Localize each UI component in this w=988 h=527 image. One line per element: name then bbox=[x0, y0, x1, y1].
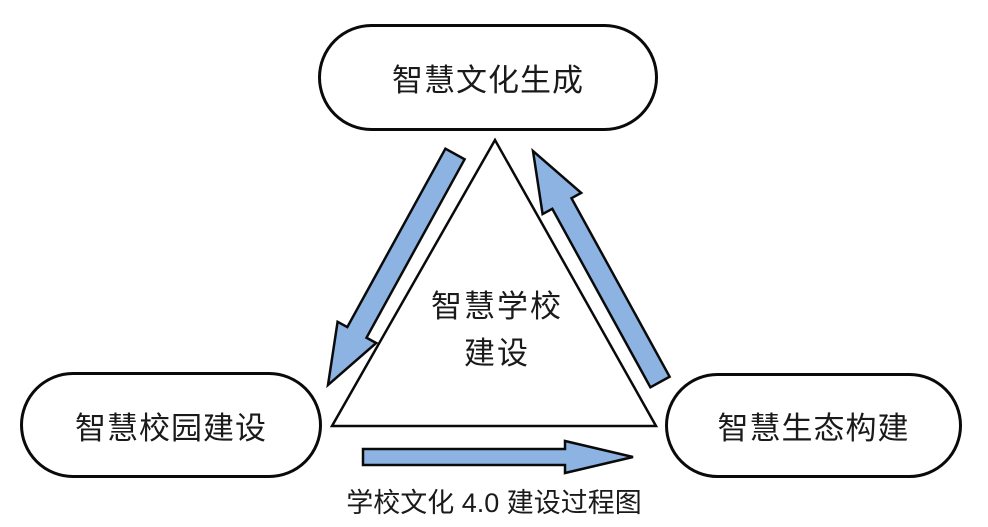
arrow-campus-to-ecology-icon bbox=[361, 439, 634, 475]
node-ecology-construction: 智慧生态构建 bbox=[665, 373, 962, 478]
node-campus-construction-label: 智慧校园建设 bbox=[75, 410, 267, 446]
diagram-caption: 学校文化 4.0 建设过程图 bbox=[346, 488, 642, 518]
node-ecology-construction-label: 智慧生态构建 bbox=[717, 411, 910, 446]
node-school-construction: 智慧学校 建设 bbox=[377, 283, 617, 377]
node-culture-generation-label: 智慧文化生成 bbox=[392, 63, 584, 98]
node-campus-construction: 智慧校园建设 bbox=[20, 372, 322, 478]
node-culture-generation: 智慧文化生成 bbox=[318, 24, 658, 131]
node-school-construction-line2: 建设 bbox=[464, 336, 530, 371]
node-school-construction-line1: 智慧学校 bbox=[431, 289, 563, 324]
